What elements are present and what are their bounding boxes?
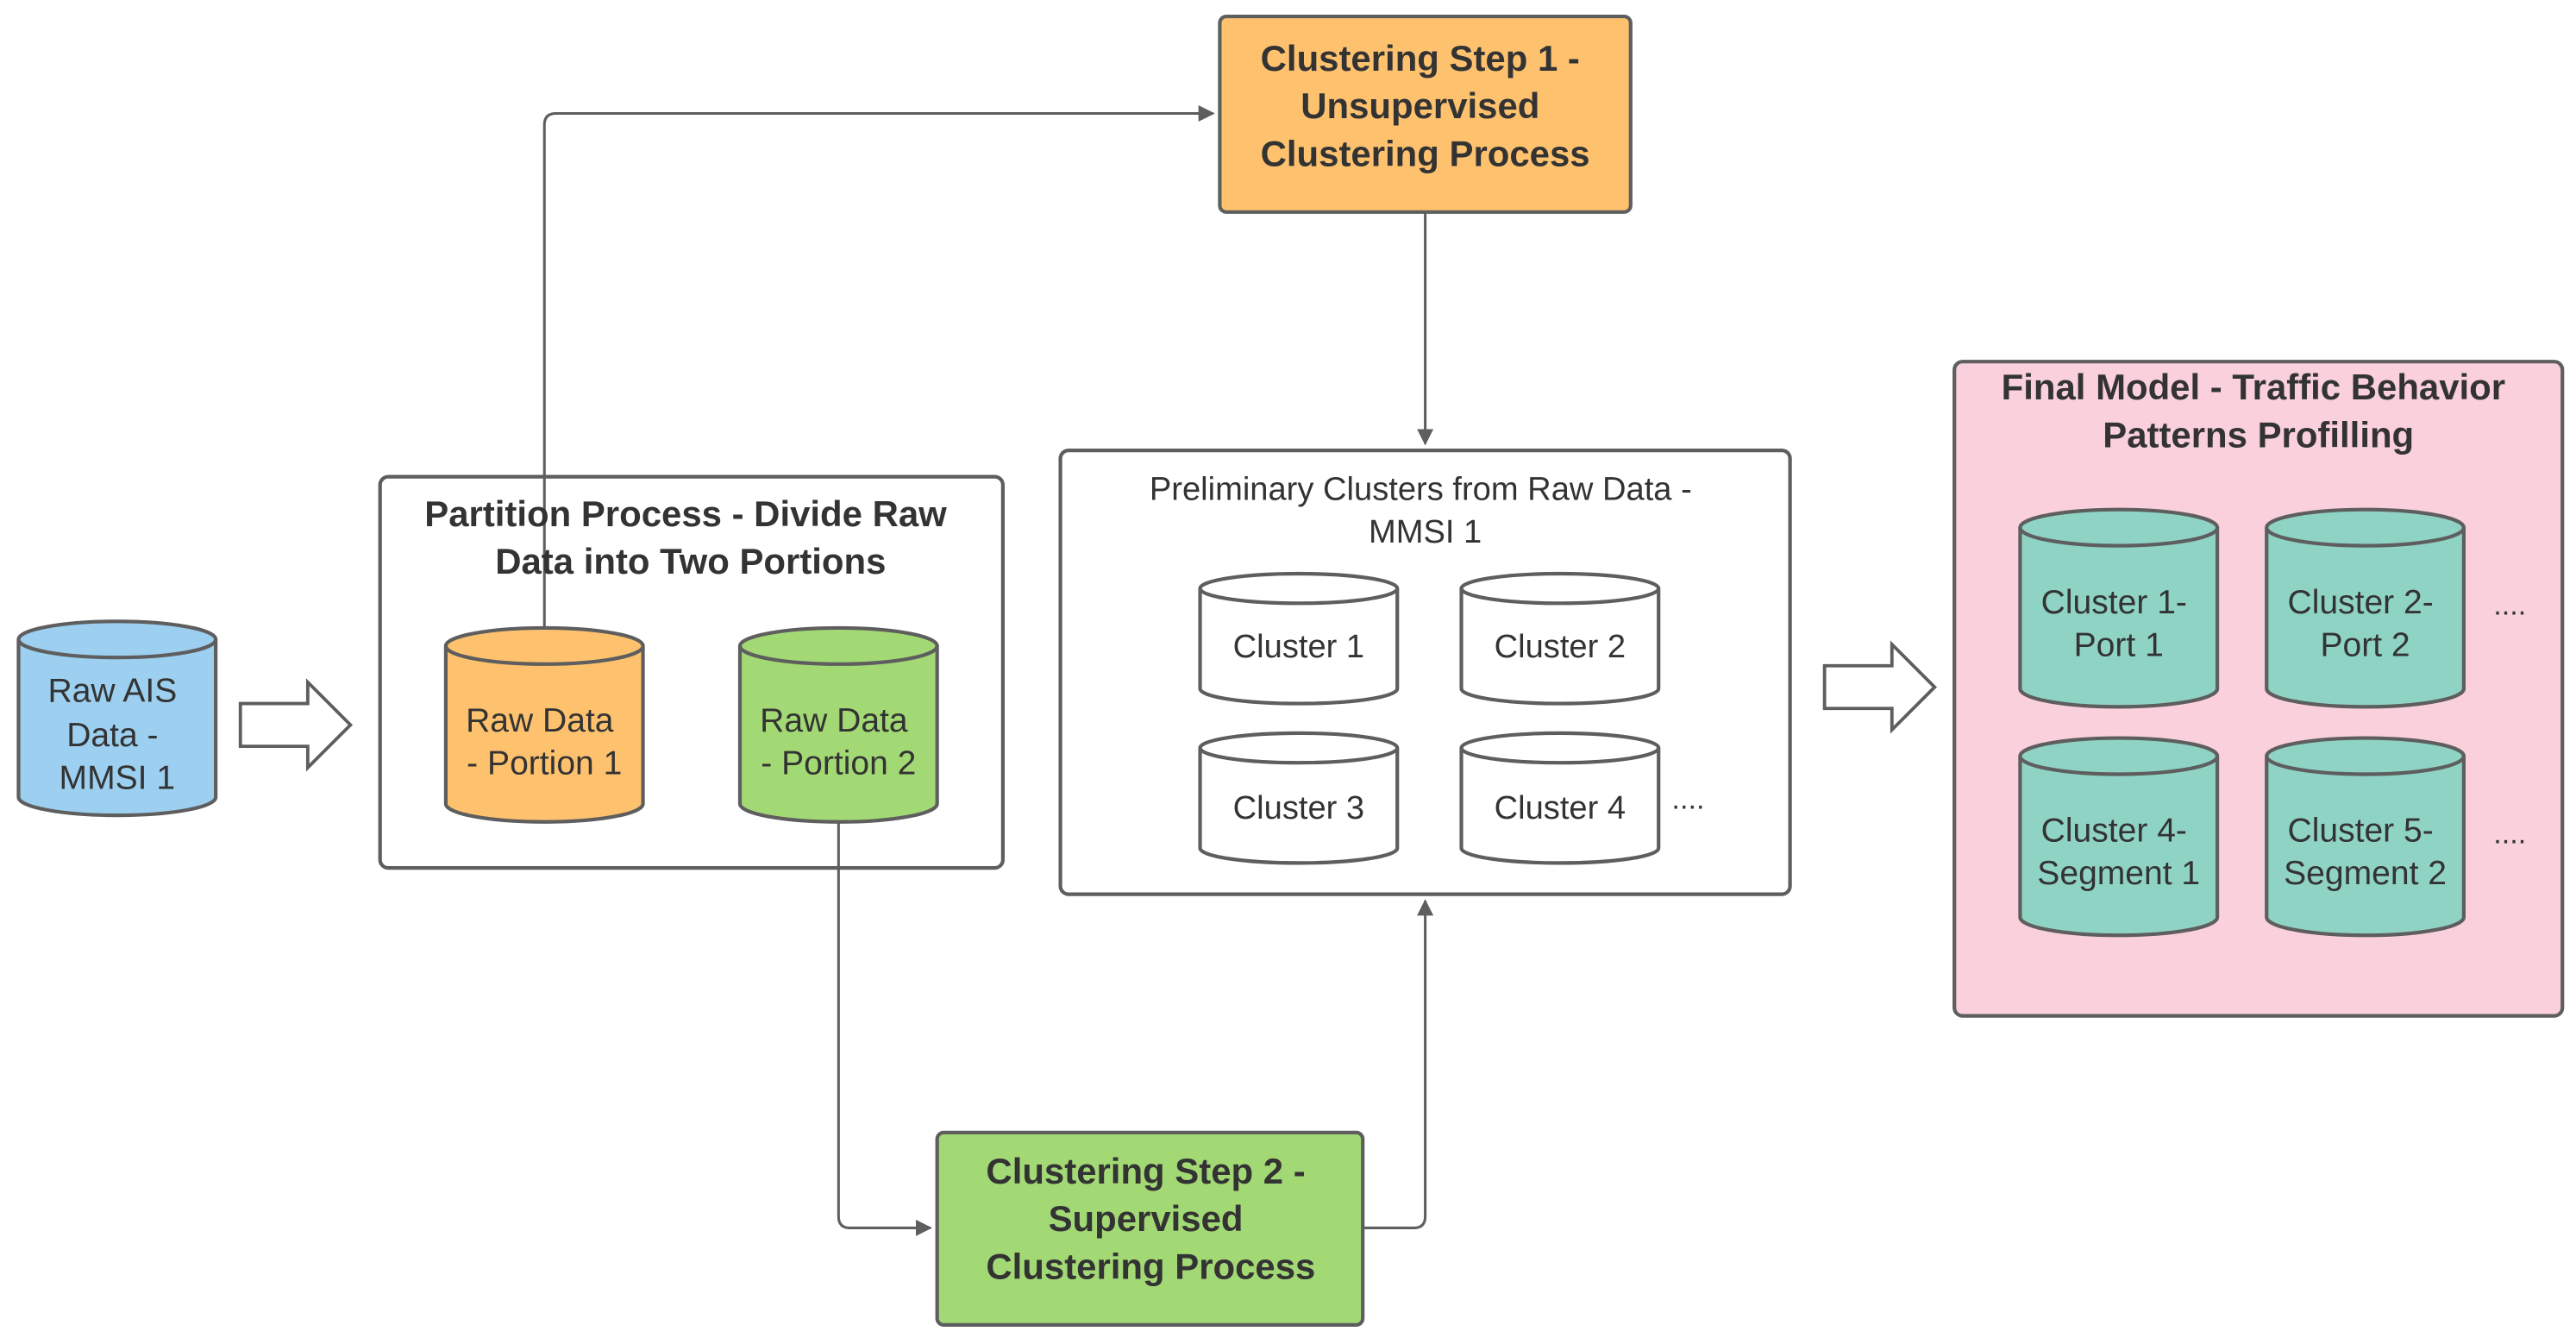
- connector-step2-to-preliminary: [1363, 899, 1434, 1229]
- prelim-cluster-2-cylinder: [1459, 571, 1661, 706]
- connector-portion1-to-step1: [542, 104, 1215, 630]
- final-cluster-3-label: Cluster 4- Segment 1: [2037, 813, 2200, 893]
- raw-ais-data-label: Raw AIS Data - MMSI 1: [48, 673, 187, 797]
- portion-2-label: Raw Data - Portion 2: [760, 702, 917, 782]
- final-cluster-2-cylinder: [2265, 507, 2466, 709]
- final-cluster-1-label: Cluster 1- Port 1: [2041, 584, 2197, 664]
- clustering-step-1-label: Clustering Step 1 - Unsupervised Cluster…: [1261, 38, 1590, 174]
- prelim-cluster-4-label: Cluster 4: [1495, 790, 1626, 826]
- partition-process-title: Partition Process - Divide Raw Data into…: [424, 493, 956, 581]
- final-cluster-2-label: Cluster 2- Port 2: [2288, 584, 2443, 664]
- portion-2-cylinder: [737, 625, 939, 824]
- prelim-cluster-1-label: Cluster 1: [1233, 629, 1365, 665]
- final-cluster-4-cylinder: [2265, 736, 2466, 938]
- prelim-cluster-1-cylinder: [1198, 571, 1400, 706]
- clustering-step-2-label: Clustering Step 2 - Supervised Clusterin…: [986, 1151, 1315, 1287]
- portion-1-cylinder: [443, 625, 645, 824]
- portion-1-label: Raw Data - Portion 1: [466, 702, 623, 782]
- block-arrow-source-to-partition: [238, 678, 354, 772]
- final-ellipsis-row-2: ....: [2493, 818, 2526, 851]
- raw-ais-data-cylinder: [16, 619, 218, 818]
- block-arrow-preliminary-to-final: [1822, 640, 1938, 734]
- final-cluster-1-cylinder: [2018, 507, 2220, 709]
- prelim-ellipsis: ....: [1671, 783, 1704, 816]
- final-ellipsis-row-1: ....: [2493, 589, 2526, 622]
- prelim-cluster-2-label: Cluster 2: [1495, 629, 1626, 665]
- connector-portion2-to-step2: [837, 821, 932, 1236]
- preliminary-clusters-title: Preliminary Clusters from Raw Data - MMS…: [1150, 471, 1702, 550]
- final-cluster-4-label: Cluster 5- Segment 2: [2284, 813, 2447, 893]
- prelim-cluster-3-cylinder: [1198, 731, 1400, 865]
- final-model-title: Final Model - Traffic Behavior Patterns …: [2002, 367, 2516, 455]
- final-cluster-3-cylinder: [2018, 736, 2220, 938]
- prelim-cluster-3-label: Cluster 3: [1233, 790, 1365, 826]
- prelim-cluster-4-cylinder: [1459, 731, 1661, 865]
